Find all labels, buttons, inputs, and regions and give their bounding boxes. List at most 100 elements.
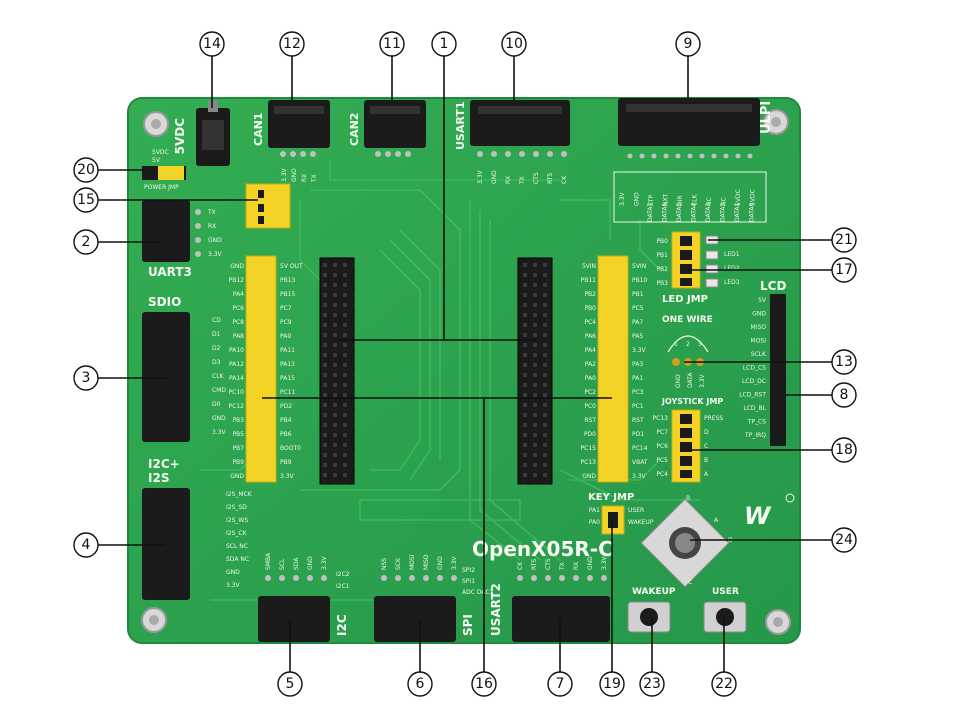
callout-22: 22 xyxy=(711,671,737,697)
usart1-connector: USART1 xyxy=(454,100,570,157)
lcd-pins-10: TP_IRQ xyxy=(744,432,766,439)
sdio-label: SDIO xyxy=(148,295,181,309)
callout-24: 24 xyxy=(831,527,857,553)
led-jmp-pins-3: PB3 xyxy=(656,280,668,287)
power-jumper: POWER JMP 5V 5VDC xyxy=(142,149,186,191)
ulpi-top-8: 5VDC xyxy=(735,189,742,206)
right-header-b-0: 5VIN xyxy=(632,263,646,270)
one-wire-labels-0: GND xyxy=(675,374,682,388)
i2c-i2s-pins-7: 3.3V xyxy=(226,582,241,589)
right-header-b-9: PC3 xyxy=(632,389,644,396)
spi-pins-4: GND xyxy=(437,556,444,570)
right-header-b-8: PA1 xyxy=(632,375,643,382)
left-header-b-1: PB13 xyxy=(280,277,296,284)
core-board-headers xyxy=(319,257,553,485)
key-jmp-left-0: PA1 xyxy=(589,507,600,514)
power-jmp-pin-1: 5VDC xyxy=(152,149,169,156)
lcd-pins-1: GND xyxy=(752,311,766,318)
left-header-a-1: PB12 xyxy=(229,277,245,284)
left-header-b-2: PB15 xyxy=(280,291,296,298)
callout-17: 17 xyxy=(831,257,857,283)
can-pins-3: TX xyxy=(311,174,318,183)
one-wire-labels-2: 3.3V xyxy=(699,373,706,388)
sdio-pins-3: D3 xyxy=(212,359,221,366)
sdio-pins-0: CD xyxy=(212,317,221,324)
svg-text:7: 7 xyxy=(556,676,565,692)
spi-pins-0: NSS xyxy=(381,558,388,570)
callout-7: 7 xyxy=(547,671,573,697)
ulpi-top-4: DIR xyxy=(677,195,684,206)
can-pins-0: 3.3V xyxy=(281,167,288,182)
svg-text:22: 22 xyxy=(715,676,733,692)
spi-pins-3: MISO xyxy=(423,554,430,570)
left-header-a-10: PC12 xyxy=(229,403,245,410)
spi-pins-5: 3.3V xyxy=(451,555,458,570)
led-jmp-label: LED JMP xyxy=(662,294,708,305)
left-header-b-14: PB9 xyxy=(280,459,292,466)
usart1-pins-6: CK xyxy=(561,175,568,184)
left-header-a-11: PB3 xyxy=(232,417,244,424)
callouts: 14 12 11 1 10 9 20 15 2 3 4 5 6 16 7 19 … xyxy=(73,31,857,697)
left-header-b-10: PD2 xyxy=(280,403,292,410)
lcd-pins-2: MISO xyxy=(751,324,767,331)
lcd-pins-8: LCD_BL xyxy=(743,405,766,412)
callout-11: 11 xyxy=(379,31,405,57)
dc-label: 5VDC xyxy=(173,118,187,155)
ulpi-bottom-2: DATA5 xyxy=(676,203,683,222)
joystick-right-0: PRESS xyxy=(704,415,723,422)
spi-side-2: ADC DAC1 xyxy=(462,589,494,596)
usart2-pins-0: CK xyxy=(517,561,524,570)
led-jmp-pins-1: PB1 xyxy=(656,252,668,259)
right-header-a-9: PC2 xyxy=(584,389,596,396)
i2c-i2s-pins-0: I2S_MCK xyxy=(226,491,253,498)
callout-14: 14 xyxy=(199,31,225,57)
svg-text:24: 24 xyxy=(835,532,853,548)
ulpi-label: ULPI xyxy=(759,101,774,134)
key-jmp-right-1: WAKEUP xyxy=(628,519,654,526)
usart2-pins-2: CTS xyxy=(545,558,552,570)
power-jmp-pin-0: 5V xyxy=(152,157,161,164)
one-wire-label: ONE WIRE xyxy=(662,315,713,325)
joystick-right-3: B xyxy=(704,457,708,464)
user-button[interactable]: USER xyxy=(703,587,747,633)
sdio-pins-1: D1 xyxy=(212,331,221,338)
callout-23: 23 xyxy=(639,671,665,697)
callout-5: 5 xyxy=(277,671,303,697)
lcd-pins-6: LCD_DC xyxy=(742,378,766,385)
svg-text:15: 15 xyxy=(77,192,95,208)
i2c-side-1: I2C1 xyxy=(336,583,350,590)
i2c-i2s-pins-2: I2S_WS xyxy=(226,517,248,524)
left-header-a-8: PA14 xyxy=(229,375,244,382)
key-jmp-left-1: PA0 xyxy=(589,519,600,526)
user-label: USER xyxy=(712,587,739,597)
joystick-right-4: A xyxy=(704,471,709,478)
left-header-b-13: BOOT0 xyxy=(280,445,301,452)
svg-text:11: 11 xyxy=(383,36,401,52)
svg-text:14: 14 xyxy=(203,36,221,52)
left-header-a-3: PC6 xyxy=(232,305,244,312)
led3-label: LED3 xyxy=(724,279,740,286)
svg-text:18: 18 xyxy=(835,442,853,458)
board-name: OpenX05R-C xyxy=(472,537,613,561)
wakeup-button[interactable]: WAKEUP xyxy=(627,587,676,633)
right-header-a-0: 5VIN xyxy=(582,263,596,270)
lcd-pins-0: 5V xyxy=(758,297,767,304)
right-header-b-5: PA5 xyxy=(632,333,643,340)
right-header-b-13: PC14 xyxy=(632,445,648,452)
usart1-pins-2: RX xyxy=(505,176,512,184)
callout-15: 15 xyxy=(73,187,99,213)
left-header-a-7: PA12 xyxy=(229,361,244,368)
uart3-pins-0: TX xyxy=(207,209,216,216)
joystick-dirs-1: A xyxy=(714,517,719,524)
pcb-board xyxy=(127,97,801,644)
usart2-pins-6: 3.3V xyxy=(601,555,608,570)
joystick-dirs-2: C xyxy=(688,579,692,586)
right-yellow-header: 5VINPB11PB2PB0PC4PA6PA4PA2PA0PC2PC0RSTPD… xyxy=(581,255,648,483)
